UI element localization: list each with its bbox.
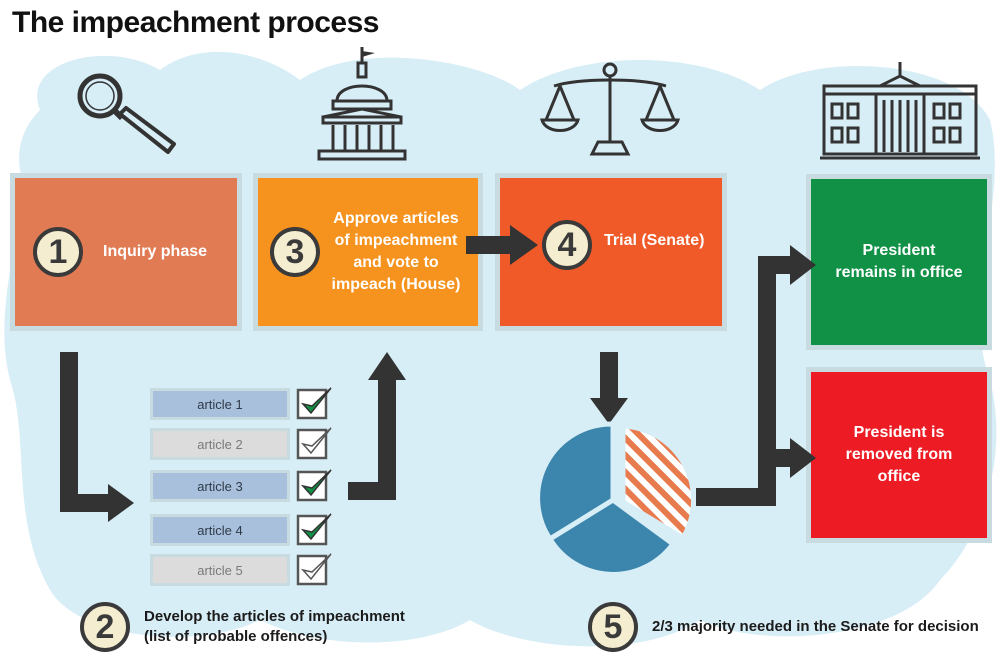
capitol-building-icon xyxy=(317,47,407,161)
step-1-box: 1 Inquiry phase xyxy=(10,173,242,331)
article-1: article 1 xyxy=(150,388,290,420)
arrow-step2-to-step3 xyxy=(348,352,406,500)
article-3: article 3 xyxy=(150,470,290,502)
page-title: The impeachment process xyxy=(12,6,379,39)
step-2-label-line1: Develop the articles of impeachment xyxy=(144,608,405,625)
step-5-label: 2/3 majority needed in the Senate for de… xyxy=(652,618,979,635)
white-house-icon xyxy=(820,62,980,160)
scales-of-justice-icon xyxy=(540,62,680,156)
pie-slice-2 xyxy=(546,496,677,577)
arrow-step3-to-step4 xyxy=(466,225,538,265)
step-5-number: 5 xyxy=(588,602,638,652)
step-3-number: 3 xyxy=(270,227,320,277)
arrow-step4-to-vote xyxy=(590,352,628,424)
outcome-removed-label: President is removed from office xyxy=(845,424,953,485)
arrow-vote-to-outcomes xyxy=(696,245,816,506)
step-1-label: Inquiry phase xyxy=(103,243,208,260)
step-2-label-line2: (list of probable offences) xyxy=(144,628,328,645)
checkbox-checked-icon xyxy=(296,469,332,502)
step-5-note: 5 2/3 majority needed in the Senate for … xyxy=(588,602,979,652)
vote-pie-chart xyxy=(535,421,695,577)
outcome-remains-label: President remains in office xyxy=(835,242,963,281)
step-2-note: 2 Develop the articles of impeachment (l… xyxy=(80,602,405,652)
step-4-label: Trial (Senate) xyxy=(604,232,705,249)
outcome-removed-box: President is removed from office xyxy=(806,367,992,543)
article-2: article 2 xyxy=(150,428,290,460)
step-1-number: 1 xyxy=(33,227,83,277)
step-3-box: 3 Approve articles of impeachment and vo… xyxy=(253,173,483,331)
pie-slice-hatched xyxy=(620,423,695,542)
checkbox-checked-icon xyxy=(296,513,332,546)
step-3-label: Approve articles of impeachment and vote… xyxy=(331,210,461,293)
step-2-number: 2 xyxy=(80,602,130,652)
checkbox-empty-icon xyxy=(296,553,332,586)
arrow-step1-to-step2 xyxy=(60,352,134,522)
article-5: article 5 xyxy=(150,554,290,586)
checkbox-checked-icon xyxy=(296,387,332,420)
step-4-number: 4 xyxy=(542,220,592,270)
checkbox-empty-icon xyxy=(296,427,332,460)
outcome-remains-box: President remains in office xyxy=(806,174,992,350)
magnifying-glass-icon xyxy=(77,73,176,154)
article-4: article 4 xyxy=(150,514,290,546)
